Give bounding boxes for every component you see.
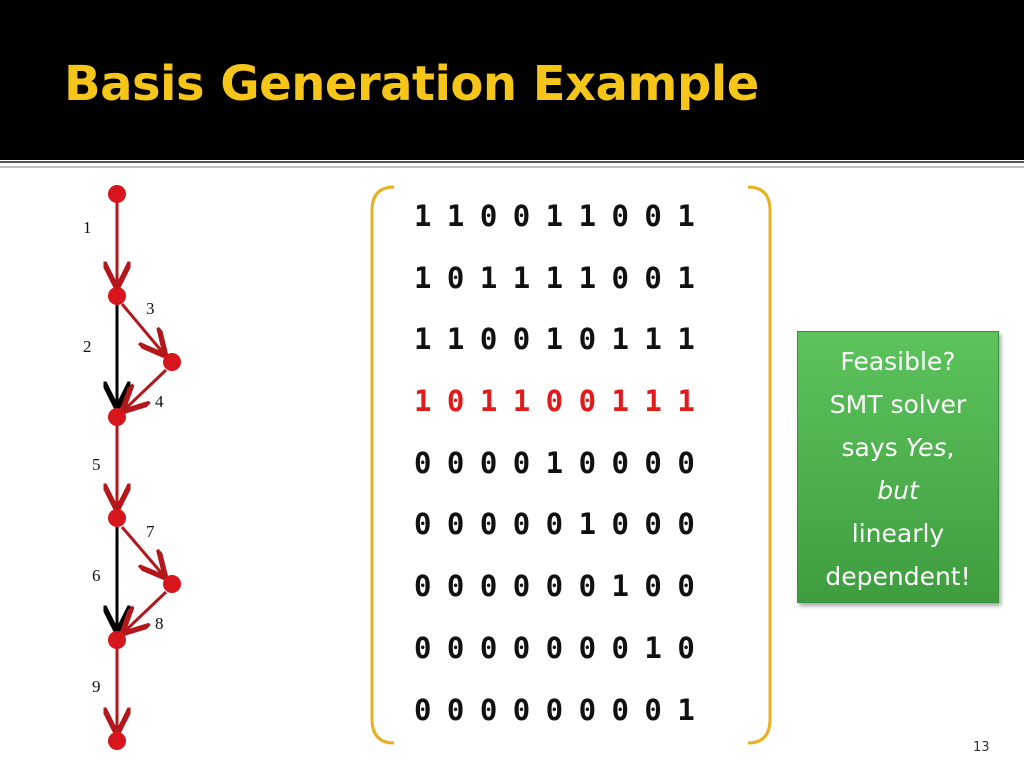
- callout-comma: ,: [946, 433, 955, 462]
- graph-node: [108, 185, 126, 203]
- edge-4: [124, 368, 168, 410]
- graph-node: [163, 353, 181, 371]
- matrix-row-6: 0 0 0 0 0 1 0 0 0: [414, 507, 695, 542]
- page-number: 13: [973, 740, 990, 755]
- callout-line-linearly: linearly: [851, 519, 945, 548]
- edge-label-9: 9: [92, 677, 101, 696]
- graph-node: [108, 287, 126, 305]
- control-flow-graph: 1 2 3 4 5 6 7 8 9: [83, 185, 181, 750]
- graph-node: [108, 631, 126, 649]
- matrix-row-3: 1 1 0 0 1 0 1 1 1: [414, 322, 695, 357]
- matrix-row-8: 0 0 0 0 0 0 0 1 0: [414, 630, 695, 665]
- slide-title: Basis Generation Example: [64, 56, 759, 112]
- left-bracket: [370, 185, 395, 745]
- graph-node: [108, 509, 126, 527]
- graph-node: [108, 732, 126, 750]
- edge-7: [120, 526, 164, 576]
- title-bar: Basis Generation Example: [0, 0, 1024, 160]
- title-divider-light: [0, 166, 1024, 168]
- callout-yes-text: Yes: [905, 433, 947, 462]
- edge-label-2: 2: [83, 337, 92, 356]
- matrix-row-1: 1 1 0 0 1 1 0 0 1: [414, 199, 695, 233]
- right-bracket: [747, 185, 772, 745]
- edge-8: [124, 590, 168, 632]
- callout-line-smt: SMT solver: [829, 390, 967, 419]
- edge-label-4: 4: [155, 392, 164, 411]
- feasibility-callout: Feasible? SMT solver says Yes, but linea…: [797, 331, 999, 603]
- callout-line-dependent: dependent!: [825, 562, 971, 591]
- title-divider: [0, 161, 1024, 163]
- graph-node: [108, 408, 126, 426]
- matrix-rows: 1 1 0 0 1 1 0 0 1 1 0 1 1 1 1 0 0 1 1 1 …: [414, 195, 744, 750]
- edge-label-5: 5: [92, 455, 101, 474]
- matrix-row-4-highlighted: 1 0 1 1 0 0 1 1 1: [414, 384, 695, 419]
- edge-3: [120, 303, 164, 354]
- edge-label-1: 1: [83, 218, 92, 237]
- matrix-row-7: 0 0 0 0 0 0 1 0 0: [414, 569, 695, 604]
- edge-label-3: 3: [146, 299, 155, 318]
- graph-node: [163, 575, 181, 593]
- matrix-row-9: 0 0 0 0 0 0 0 0 1: [414, 692, 695, 727]
- basis-matrix: 1 1 0 0 1 1 0 0 1 1 0 1 1 1 1 0 0 1 1 1 …: [370, 185, 772, 745]
- edge-label-6: 6: [92, 566, 101, 585]
- callout-line-feasible: Feasible?: [840, 347, 956, 376]
- callout-line-says: says Yes,: [798, 426, 998, 469]
- edge-label-7: 7: [146, 522, 155, 541]
- matrix-row-2: 1 0 1 1 1 1 0 0 1: [414, 260, 695, 295]
- callout-line-but: but: [877, 476, 919, 505]
- edge-label-8: 8: [155, 614, 164, 633]
- matrix-row-5: 0 0 0 0 1 0 0 0 0: [414, 445, 695, 480]
- callout-says-text: says: [841, 433, 906, 462]
